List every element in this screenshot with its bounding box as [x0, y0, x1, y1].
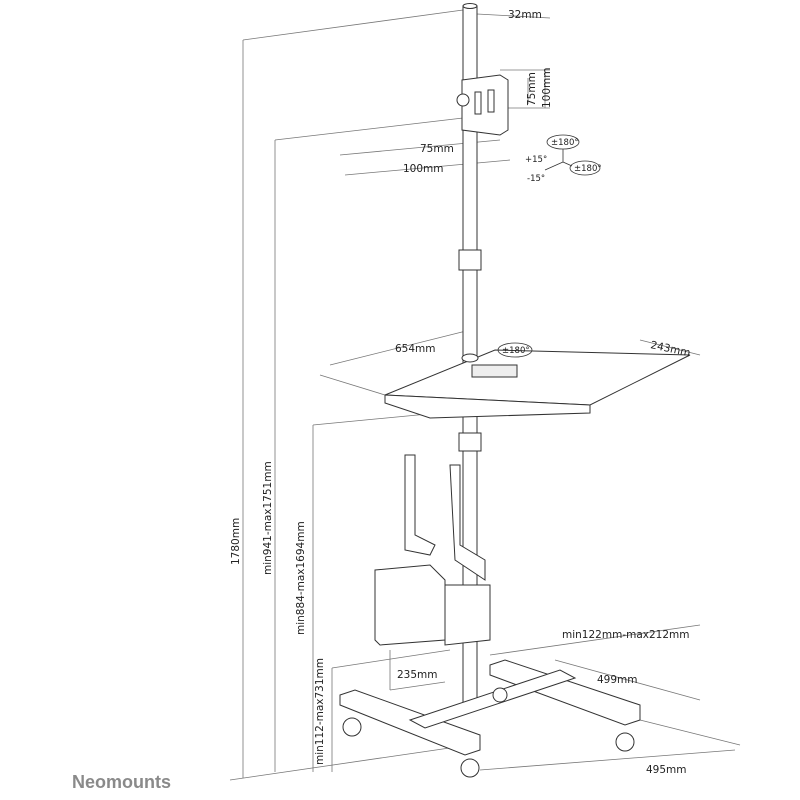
base-width-label: 495mm	[646, 764, 687, 776]
base-depth-label: 499mm	[597, 674, 638, 686]
cpu-height-label: min112-max731mm	[314, 658, 326, 765]
cpu-arm-left	[404, 454, 436, 556]
base-cross-bar	[408, 669, 577, 729]
base-left-bar	[339, 689, 481, 756]
wheel	[460, 758, 480, 778]
base-right-bar	[489, 659, 641, 726]
vesa-100-width-label: 100mm	[403, 163, 444, 175]
pole-clamp	[458, 249, 482, 271]
cpu-holder-depth-label: 235mm	[397, 669, 438, 681]
vesa-plate	[461, 74, 509, 136]
wheel	[615, 732, 635, 752]
vesa-75-width-label: 75mm	[420, 143, 454, 155]
wheel	[492, 687, 508, 703]
total-height-label: 1780mm	[230, 518, 242, 565]
swivel-label: ±180°	[551, 138, 579, 148]
rotation-icons	[497, 134, 601, 358]
cpu-holder-width-label: min122mm-max212mm	[562, 629, 689, 641]
tilt-up-label: +15°	[525, 155, 547, 165]
tilt-down-label: -15°	[527, 174, 545, 184]
stand-drawing	[339, 3, 691, 778]
brand-logo: Neomounts	[72, 772, 171, 792]
rotate-label: ±180°	[574, 164, 602, 174]
shelf-rotate-label: ±180°	[502, 346, 530, 356]
shelf-width-label: 654mm	[395, 343, 436, 355]
mount-height-label: min941-max1751mm	[262, 461, 274, 575]
shelf-height-label: min884-max1694mm	[295, 521, 307, 635]
vesa-75-height-label: 75mm	[526, 72, 538, 106]
cpu-arm-right	[449, 464, 486, 581]
pole-diameter-label: 32mm	[508, 9, 542, 21]
vesa-100-height-label: 100mm	[541, 68, 553, 109]
wheel	[342, 717, 362, 737]
cpu-plate	[374, 564, 446, 646]
